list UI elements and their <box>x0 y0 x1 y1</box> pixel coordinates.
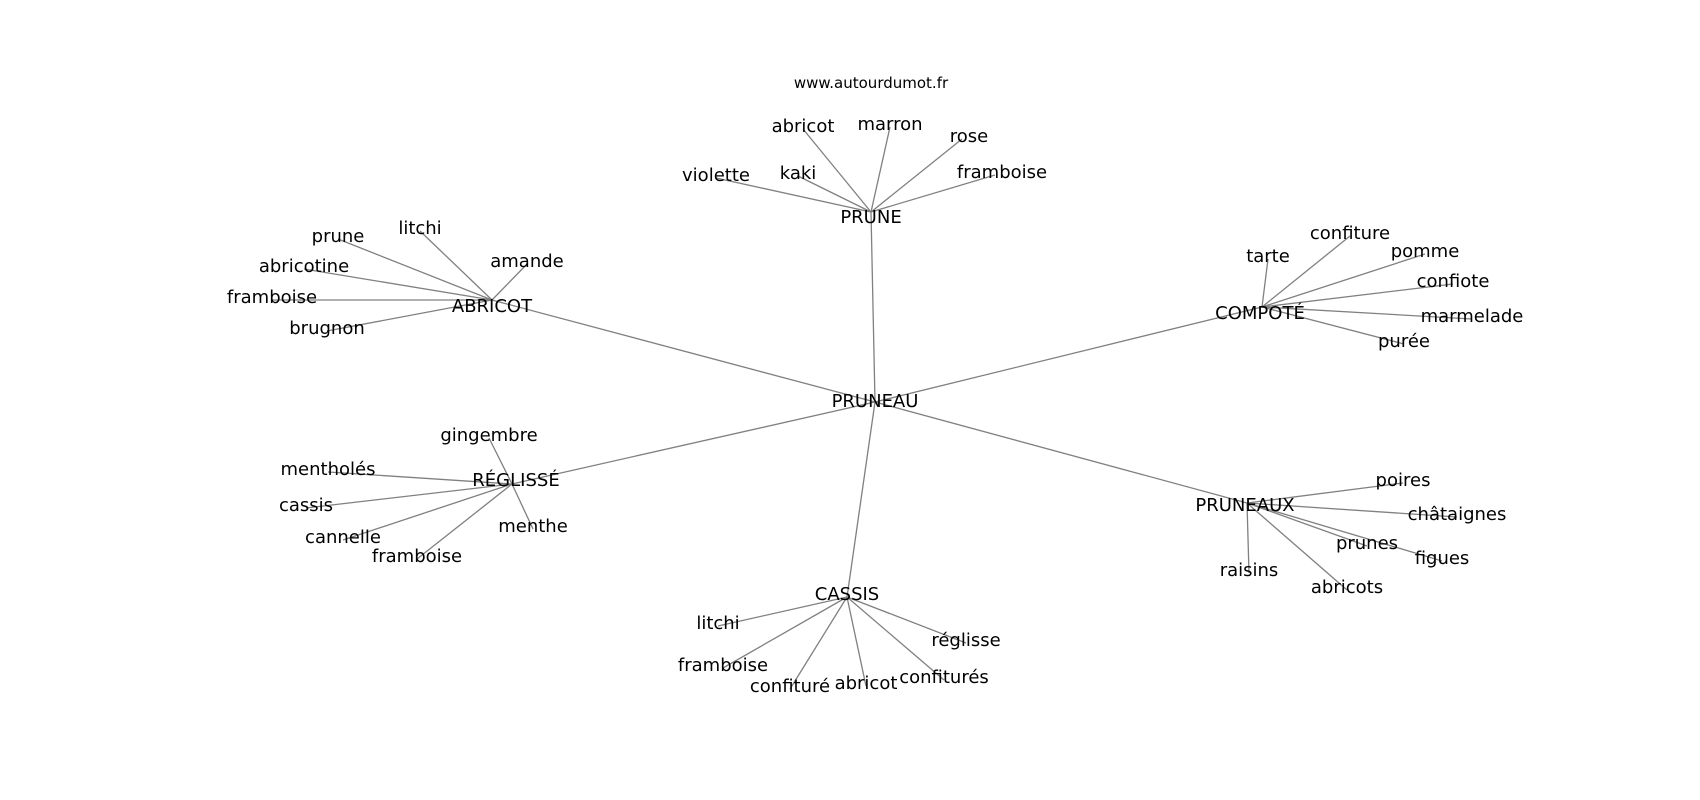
edge-center-to-hub <box>874 306 1263 403</box>
center-word: PRUNEAU <box>832 391 919 412</box>
leaf-word: mentholés <box>281 459 376 480</box>
edge-hub-to-leaf <box>846 596 867 687</box>
leaf-word: marron <box>857 114 922 135</box>
leaf-word: rose <box>950 126 988 147</box>
leaf-word: litchi <box>696 613 739 634</box>
hub-word: COMPOTÉ <box>1215 302 1305 324</box>
hub-word: PRUNE <box>840 207 901 228</box>
edge-center-to-hub <box>491 299 876 403</box>
edge-hub-to-leaf <box>416 483 513 560</box>
source-url: www.autourdumot.fr <box>794 74 949 92</box>
edge-hub-to-leaf <box>1261 253 1426 308</box>
leaf-word: abricots <box>1311 577 1383 598</box>
edge-hub-to-leaf <box>1246 502 1348 591</box>
edge-hub-to-leaf <box>1246 502 1443 562</box>
leaf-word: cassis <box>279 495 333 516</box>
edge-hub-to-leaf <box>802 128 872 213</box>
leaf-word: tarte <box>1246 246 1290 267</box>
edge-hub-to-leaf <box>1261 235 1351 308</box>
edges <box>272 126 1473 690</box>
edge-hub-to-leaf <box>717 596 848 627</box>
leaf-word: brugnon <box>289 318 365 339</box>
leaf-word: abricot <box>835 673 898 694</box>
leaf-word: prunes <box>1336 533 1398 554</box>
edge-hub-to-leaf <box>1261 306 1473 320</box>
leaf-word: amande <box>490 251 564 272</box>
edge-hub-to-leaf <box>789 596 848 690</box>
leaf-word: abricot <box>772 116 835 137</box>
edge-hub-to-leaf <box>326 299 493 332</box>
edge-hub-to-leaf <box>1261 306 1405 345</box>
edge-hub-to-leaf <box>1246 482 1404 504</box>
leaf-word: poires <box>1376 470 1431 491</box>
edge-hub-to-leaf <box>870 138 963 213</box>
edge-center-to-hub <box>870 211 876 403</box>
edge-hub-to-leaf <box>305 483 513 509</box>
leaf-word: réglisse <box>931 630 1000 651</box>
edge-center-to-hub <box>511 401 876 485</box>
edge-hub-to-leaf <box>715 177 872 213</box>
leaf-word: confituré <box>750 676 830 697</box>
edge-hub-to-leaf <box>488 437 513 485</box>
leaf-word: raisins <box>1220 560 1279 581</box>
edge-hub-to-leaf <box>419 230 493 301</box>
edge-hub-to-leaf <box>870 174 996 213</box>
edge-hub-to-leaf <box>491 263 528 301</box>
leaf-word: gingembre <box>440 425 537 446</box>
leaf-word: framboise <box>372 546 462 567</box>
leaf-word: figues <box>1415 548 1470 569</box>
leaf-word: violette <box>682 165 750 186</box>
hub-word: RÉGLISSÉ <box>472 469 559 491</box>
edge-hub-to-leaf <box>722 596 848 669</box>
hub-word: CASSIS <box>815 584 879 605</box>
leaf-word: prune <box>312 226 365 247</box>
leaf-word: purée <box>1378 331 1430 352</box>
hub-word: PRUNEAUX <box>1195 495 1294 516</box>
leaf-word: marmelade <box>1421 306 1524 327</box>
leaf-word: framboise <box>678 655 768 676</box>
edge-hub-to-leaf <box>870 126 891 213</box>
leaf-word: framboise <box>227 287 317 308</box>
leaf-word: kaki <box>780 163 817 184</box>
leaf-word: confiturés <box>899 667 989 688</box>
leaf-word: confiture <box>1310 223 1390 244</box>
edge-hub-to-leaf <box>846 596 945 681</box>
leaf-word: abricotine <box>259 256 349 277</box>
edge-hub-to-leaf <box>303 268 493 301</box>
edge-hub-to-leaf <box>337 238 493 301</box>
edge-hub-to-leaf <box>1246 502 1458 518</box>
edge-center-to-hub <box>874 401 1248 504</box>
edge-hub-to-leaf <box>1246 502 1368 547</box>
leaf-word: confiote <box>1417 271 1490 292</box>
leaf-word: framboise <box>957 162 1047 183</box>
edge-hub-to-leaf <box>1261 283 1454 308</box>
hub-word: ABRICOT <box>452 296 533 317</box>
leaf-word: pomme <box>1391 241 1460 262</box>
word-labels: PRUNEAU abricot marron rose framboise kaki vi… <box>227 114 1524 697</box>
edge-hub-to-leaf <box>1261 258 1269 308</box>
edge-hub-to-leaf <box>1246 502 1250 574</box>
leaf-word: litchi <box>398 218 441 239</box>
edge-hub-to-leaf <box>342 483 513 541</box>
edge-hub-to-leaf <box>327 471 513 485</box>
edge-hub-to-leaf <box>846 596 967 644</box>
edge-hub-to-leaf <box>797 175 872 213</box>
leaf-word: châtaignes <box>1408 504 1507 525</box>
edge-center-to-hub <box>846 401 876 598</box>
leaf-word: cannelle <box>305 527 381 548</box>
edge-hub-to-leaf <box>511 483 534 530</box>
leaf-word: menthe <box>498 516 568 537</box>
